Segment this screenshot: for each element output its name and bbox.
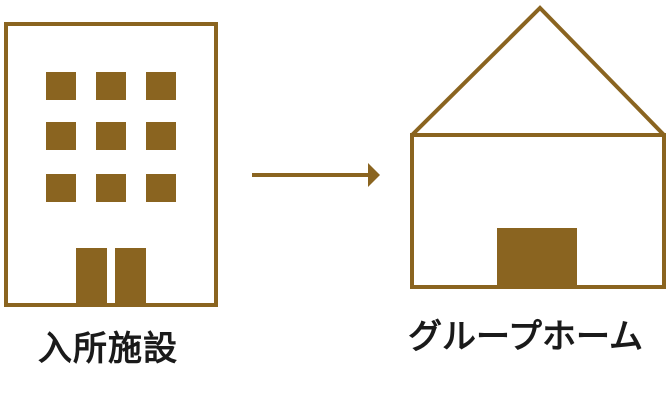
window xyxy=(146,174,176,202)
arrow-right-icon xyxy=(252,163,380,187)
window xyxy=(46,72,76,100)
window xyxy=(46,122,76,150)
door-left xyxy=(76,248,107,304)
building-entrance-doors xyxy=(76,248,146,304)
house-body xyxy=(410,133,666,289)
window xyxy=(46,174,76,202)
house-roof xyxy=(410,5,666,137)
building-outline xyxy=(4,22,218,307)
building-windows xyxy=(46,72,176,202)
house-icon xyxy=(410,5,666,289)
group-home-label: グループホーム xyxy=(408,317,643,357)
window xyxy=(96,72,126,100)
window xyxy=(96,174,126,202)
door-right xyxy=(115,248,146,304)
apartment-building-icon xyxy=(4,22,218,307)
facility-label: 入所施設 xyxy=(38,329,178,369)
arrow-head xyxy=(368,163,380,187)
window xyxy=(146,122,176,150)
window xyxy=(146,72,176,100)
house-door xyxy=(497,228,577,286)
window xyxy=(96,122,126,150)
